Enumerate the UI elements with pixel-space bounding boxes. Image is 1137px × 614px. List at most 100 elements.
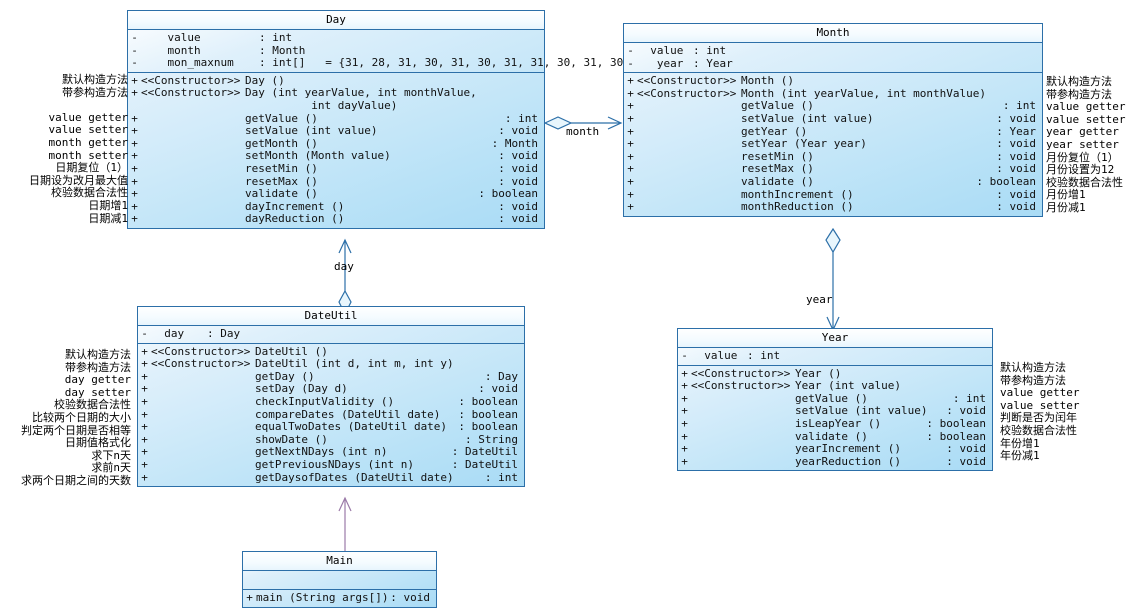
visibility-marker: + bbox=[681, 442, 688, 456]
annotation-line: year getter bbox=[1046, 125, 1119, 139]
operation-signature: setYear (Year year) bbox=[741, 137, 867, 151]
annotation-line: day setter bbox=[64, 385, 131, 399]
visibility-marker: + bbox=[681, 391, 688, 405]
operation-signature: DateUtil () bbox=[255, 344, 328, 358]
class-operation-row: +<<Constructor>>Month (int yearValue, in… bbox=[624, 86, 1042, 101]
class-attribute-row: - value: int bbox=[128, 31, 544, 45]
class-operation-row: +<<Constructor>>Year (int value) bbox=[678, 380, 992, 393]
annotation-line: 判定两个日期是否相等 bbox=[21, 423, 131, 437]
class-operation-row: int dayValue) bbox=[128, 99, 544, 113]
annotation-line: 带参构造方法 bbox=[65, 360, 131, 374]
return-type: : boolean bbox=[458, 420, 518, 434]
operation-signature: dayIncrement () bbox=[245, 199, 345, 213]
class-operation-row: +<<Constructor>>Day () bbox=[128, 73, 544, 88]
operation-signature: showDate () bbox=[255, 432, 328, 446]
connector-label-month: month bbox=[566, 125, 600, 138]
class-operation-row: +dayIncrement (): void bbox=[128, 199, 544, 214]
class-operation-row: +isLeapYear (): boolean bbox=[678, 416, 992, 431]
annotation-line: 月份减1 bbox=[1046, 200, 1086, 214]
visibility-marker: + bbox=[131, 187, 138, 201]
annotation-line: 比较两个日期的大小 bbox=[32, 410, 131, 424]
class-operation-row: +getDaysofDates (DateUtil date): int bbox=[138, 470, 524, 485]
class-operation-row: +checkInputValidity (): boolean bbox=[138, 394, 524, 409]
class-operation-row: +<<Constructor>>Year () bbox=[678, 366, 992, 381]
operation-signature: yearIncrement () bbox=[795, 442, 901, 456]
class-box-year[interactable]: Year - value: int +<<Constructor>>Year (… bbox=[677, 328, 993, 472]
attribute-type: : int bbox=[747, 349, 781, 362]
visibility-marker: + bbox=[141, 357, 148, 371]
stereotype-label: <<Constructor>> bbox=[691, 366, 791, 380]
return-type: : void bbox=[996, 111, 1036, 125]
annotation-line: 判断是否为闰年 bbox=[1000, 411, 1077, 425]
class-attribute-row: - month: Month bbox=[128, 44, 544, 58]
connector-label-year: year bbox=[806, 293, 833, 306]
class-operation-row: +getYear (): Year bbox=[624, 125, 1042, 139]
class-box-month[interactable]: Month - value: int- year: Year +<<Constr… bbox=[623, 23, 1043, 217]
operation-signature: Day (int yearValue, int monthValue, bbox=[245, 86, 477, 100]
class-operation-row: +<<Constructor>>DateUtil () bbox=[138, 344, 524, 359]
visibility-marker: + bbox=[141, 445, 148, 459]
operation-signature: validate () bbox=[245, 187, 318, 201]
return-type: : boolean bbox=[458, 394, 518, 408]
class-operation-row: +getValue (): int bbox=[624, 100, 1042, 113]
return-type: : int bbox=[484, 470, 518, 484]
annotation-line: 求下n天 bbox=[91, 448, 131, 462]
visibility-marker: - bbox=[627, 56, 634, 70]
class-attribute-row: - year: Year bbox=[624, 56, 1042, 71]
return-type: : void bbox=[996, 187, 1036, 201]
visibility-marker: - bbox=[131, 31, 138, 44]
class-box-day[interactable]: Day - value: int- month: Month- mon_maxn… bbox=[127, 10, 656, 229]
visibility-marker: + bbox=[627, 111, 634, 125]
class-box-dateutil[interactable]: DateUtil - day: Day +<<Constructor>>Date… bbox=[137, 306, 525, 488]
stereotype-label: <<Constructor>> bbox=[637, 86, 737, 100]
return-type: : DateUtil bbox=[451, 457, 518, 471]
class-operations-dateutil: +<<Constructor>>DateUtil ()+<<Constructo… bbox=[138, 344, 524, 487]
visibility-marker: + bbox=[141, 344, 148, 358]
annotation-line: 校验数据合法性 bbox=[51, 186, 128, 200]
operation-signature: Day () bbox=[245, 73, 285, 87]
operation-signature: equalTwoDates (DateUtil date) bbox=[255, 420, 448, 434]
return-type: : void bbox=[996, 149, 1036, 163]
annotation-line: 日期设为改月最大值 bbox=[29, 173, 128, 187]
class-operation-row: +validate (): boolean bbox=[128, 188, 544, 201]
visibility-marker: - bbox=[131, 56, 138, 70]
return-type: : DateUtil bbox=[451, 445, 518, 459]
class-attribute-row: - value: int bbox=[678, 349, 992, 363]
return-type: : void bbox=[498, 124, 538, 138]
operation-signature: Year () bbox=[795, 366, 842, 380]
class-operation-row: +compareDates (DateUtil date): boolean bbox=[138, 407, 524, 422]
class-operation-row: +monthReduction (): void bbox=[624, 201, 1042, 214]
class-operation-row: +setMonth (Month value): void bbox=[128, 150, 544, 163]
class-attributes-dateutil: - day: Day bbox=[138, 326, 524, 344]
class-operations-year: +<<Constructor>>Year ()+<<Constructor>>Y… bbox=[678, 366, 992, 471]
annotation-line: 日期增1 bbox=[88, 198, 128, 212]
return-type: : void bbox=[946, 404, 986, 418]
return-type: : void bbox=[390, 591, 430, 604]
return-type: : void bbox=[946, 454, 986, 468]
class-operation-row: +setValue (int value): void bbox=[128, 125, 544, 138]
return-type: : void bbox=[498, 212, 538, 226]
visibility-marker: + bbox=[141, 470, 148, 484]
operation-signature: monthIncrement () bbox=[741, 187, 854, 201]
stereotype-label: <<Constructor>> bbox=[151, 357, 251, 371]
visibility-marker: + bbox=[681, 404, 688, 418]
operation-signature: compareDates (DateUtil date) bbox=[255, 407, 441, 421]
annotation-line: value getter bbox=[1000, 386, 1080, 400]
operation-signature: isLeapYear () bbox=[795, 416, 882, 430]
class-operation-row: +validate (): boolean bbox=[624, 175, 1042, 189]
connector-main-dateutil bbox=[338, 496, 352, 551]
return-type: : void bbox=[498, 161, 538, 175]
attribute-type: : Year bbox=[693, 56, 733, 70]
class-box-main[interactable]: Main +main (String args[]): void bbox=[242, 551, 437, 608]
annotation-line: 带参构造方法 bbox=[62, 85, 128, 99]
return-type: : void bbox=[996, 137, 1036, 151]
operation-signature: yearReduction () bbox=[795, 454, 901, 468]
annotation-line: day getter bbox=[64, 373, 131, 387]
class-title-month: Month bbox=[624, 24, 1042, 43]
class-operation-row: +<<Constructor>>Day (int yearValue, int … bbox=[128, 87, 544, 100]
operation-signature: dayReduction () bbox=[245, 212, 345, 226]
class-operation-row: +getValue (): int bbox=[128, 112, 544, 126]
class-title-main: Main bbox=[243, 552, 436, 571]
